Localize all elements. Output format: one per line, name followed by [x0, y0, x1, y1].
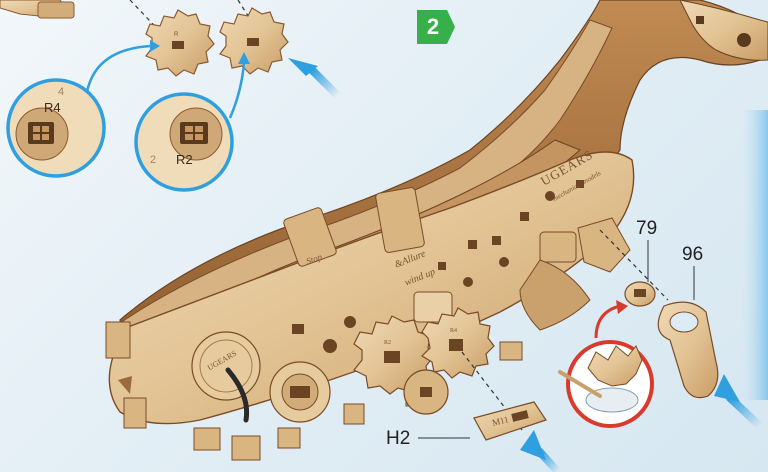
svg-text:R: R — [174, 32, 179, 38]
assembly-arrow-icon — [288, 58, 338, 96]
top-left-tab — [38, 2, 74, 18]
callout-h2: H2 — [386, 428, 410, 450]
part-79 — [625, 282, 655, 306]
part-96 — [658, 302, 718, 397]
zoom-circle-left — [8, 80, 104, 176]
gear-mark-right: R4 — [450, 328, 457, 334]
callout-79: 79 — [636, 218, 657, 240]
zoom-left-side-number: 4 — [58, 86, 64, 98]
step-number: 2 — [417, 14, 449, 40]
zoom-left-label: R4 — [44, 100, 61, 115]
callout-arrow-left — [86, 46, 150, 98]
zoom-right-label: R2 — [176, 152, 193, 167]
rotate-arrow-icon — [596, 300, 628, 338]
side-knob — [270, 362, 330, 422]
glue-bowl-icon — [560, 342, 652, 426]
zoom-right-side-number: 2 — [150, 154, 156, 166]
winding-knob — [192, 332, 260, 400]
gear-mark-left: R2 — [384, 340, 391, 346]
callout-96: 96 — [682, 244, 703, 266]
callout-arrow-right — [230, 62, 244, 118]
loose-gear-right — [220, 8, 288, 74]
edge-glow — [742, 110, 768, 400]
loose-gear-left: R — [146, 10, 214, 76]
zoom-circle-right — [136, 94, 232, 190]
assembly-arrow-icon — [520, 430, 558, 472]
lower-gear — [404, 370, 448, 414]
step-badge: 2 — [417, 10, 457, 44]
